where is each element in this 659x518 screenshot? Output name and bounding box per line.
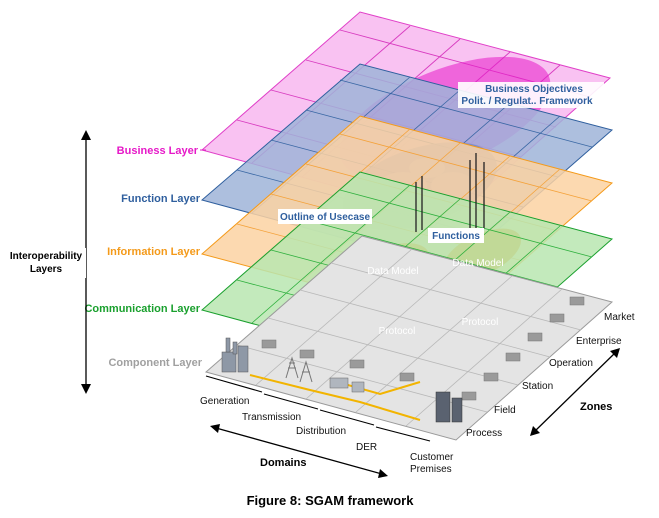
zone-market: Market	[604, 312, 635, 323]
layer-connectors	[415, 153, 485, 232]
domains-title: Domains	[260, 457, 306, 469]
data-model-right-text: Data Model	[452, 258, 503, 269]
data-model-left-text: Data Model	[367, 266, 418, 277]
component-layer-plane	[204, 235, 614, 441]
outline-usecase-box	[278, 209, 372, 224]
outline-usecase-text: Outline of Usecase	[280, 212, 370, 223]
building-icon	[435, 391, 463, 423]
zone-station: Station	[522, 381, 553, 392]
protocol-right-text: Protocol	[462, 317, 499, 328]
domain-customer-premises-1: Customer	[410, 452, 454, 463]
layer-label-business: Business Layer	[117, 145, 199, 157]
layer-label-component: Component Layer	[108, 357, 202, 369]
zones-axis	[530, 348, 620, 436]
layer-label-information: Information Layer	[107, 246, 201, 258]
domain-distribution: Distribution	[296, 426, 346, 437]
business-objectives-box	[458, 82, 604, 108]
zone-process: Process	[466, 428, 502, 439]
power-plant-icon	[221, 337, 249, 373]
substation-icon	[329, 377, 365, 393]
zone-operation: Operation	[549, 358, 593, 369]
zone-field: Field	[494, 405, 516, 416]
layer-label-communication: Communication Layer	[84, 303, 200, 315]
zones-title: Zones	[580, 401, 612, 413]
domain-axis	[210, 424, 388, 478]
domain-customer-premises-2: Premises	[410, 464, 452, 475]
business-objectives-text: Business Objectives	[485, 84, 583, 95]
domain-tick-marks	[205, 375, 431, 442]
domain-der: DER	[356, 442, 377, 453]
functions-box	[428, 228, 484, 243]
functions-text: Functions	[432, 231, 480, 242]
domain-generation: Generation	[200, 396, 249, 407]
domain-transmission: Transmission	[242, 412, 301, 423]
protocol-left-text: Protocol	[379, 326, 416, 337]
figure-caption: Figure 8: SGAM framework	[247, 493, 415, 508]
layer-label-function: Function Layer	[121, 193, 201, 205]
transmission-tower-icon	[285, 356, 313, 383]
interoperability-label-line1: Interoperability	[10, 251, 83, 262]
zone-enterprise: Enterprise	[576, 336, 622, 347]
framework-text: Polit. / Regulat.. Framework	[461, 96, 593, 107]
interoperability-label-line2: Layers	[30, 264, 63, 275]
